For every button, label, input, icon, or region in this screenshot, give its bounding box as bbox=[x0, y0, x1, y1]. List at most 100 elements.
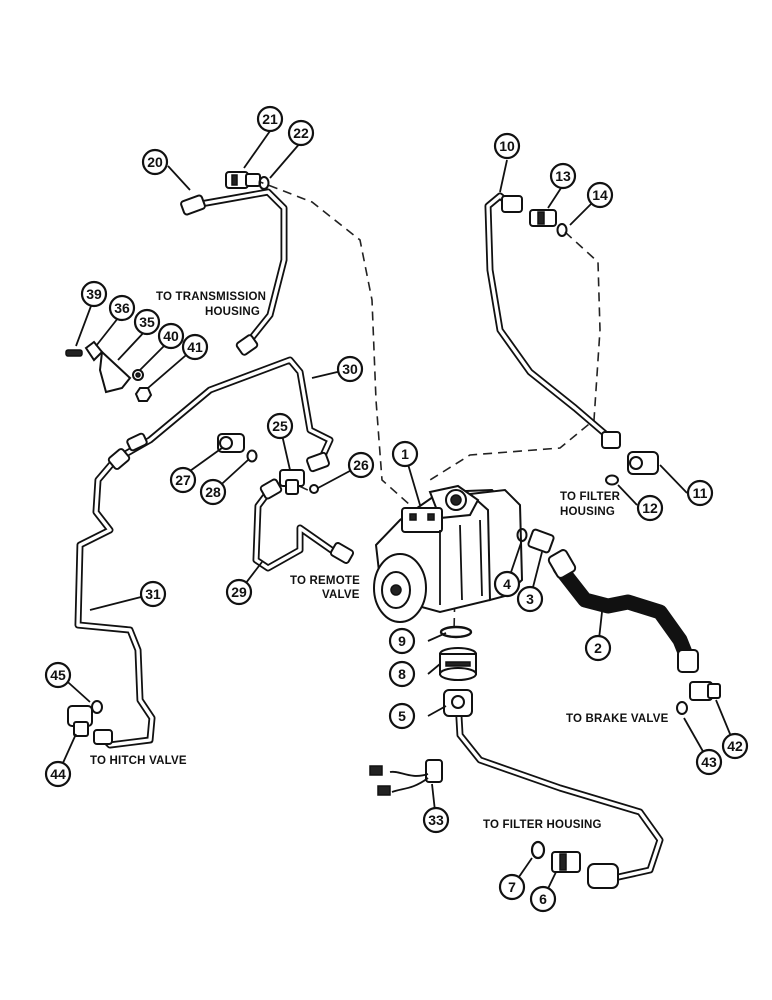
hose-2 bbox=[547, 549, 699, 673]
callout-45: 45 bbox=[44, 661, 72, 689]
tube-30-31 bbox=[74, 356, 334, 749]
callout-7: 7 bbox=[498, 873, 526, 901]
pressure-switch-33 bbox=[369, 759, 443, 796]
callout-6: 6 bbox=[529, 885, 557, 913]
svg-text:4: 4 bbox=[503, 576, 511, 592]
svg-text:31: 31 bbox=[145, 586, 161, 602]
svg-text:26: 26 bbox=[353, 457, 369, 473]
svg-text:6: 6 bbox=[539, 891, 547, 907]
svg-text:22: 22 bbox=[293, 125, 309, 141]
svg-text:5: 5 bbox=[398, 708, 406, 724]
callout-42: 42 bbox=[721, 732, 749, 760]
note-to-filter-housing: TO FILTER HOUSING bbox=[483, 819, 602, 831]
callout-33: 33 bbox=[422, 806, 450, 834]
callout-3: 3 bbox=[516, 585, 544, 613]
note-transmission-housing: HOUSING bbox=[205, 306, 260, 318]
fitting-13 bbox=[529, 209, 557, 227]
notes: TO TRANSMISSION HOUSING TO FILTER HOUSIN… bbox=[90, 291, 669, 831]
note-to-transmission: TO TRANSMISSION bbox=[156, 291, 266, 303]
callout-36: 36 bbox=[108, 294, 136, 322]
callout-21: 21 bbox=[256, 105, 284, 133]
svg-text:7: 7 bbox=[508, 879, 516, 895]
o-ring-22 bbox=[258, 176, 270, 190]
tee-fitting-25 bbox=[279, 469, 305, 495]
svg-text:41: 41 bbox=[187, 339, 203, 355]
svg-text:36: 36 bbox=[114, 300, 130, 316]
elbow-fitting-21 bbox=[225, 171, 261, 189]
tube-10 bbox=[484, 192, 621, 449]
svg-text:3: 3 bbox=[526, 591, 534, 607]
svg-text:35: 35 bbox=[139, 314, 155, 330]
callout-1: 1 bbox=[391, 440, 419, 468]
hydraulic-pump bbox=[373, 484, 524, 623]
callout-28: 28 bbox=[199, 478, 227, 506]
o-ring-12 bbox=[605, 474, 619, 486]
callout-31: 31 bbox=[139, 580, 167, 608]
svg-text:8: 8 bbox=[398, 666, 406, 682]
o-ring-43 bbox=[676, 701, 688, 715]
tube-29 bbox=[252, 478, 355, 572]
svg-text:12: 12 bbox=[642, 500, 658, 516]
o-ring-28 bbox=[246, 449, 258, 463]
svg-text:25: 25 bbox=[272, 418, 288, 434]
adapter-8 bbox=[439, 647, 477, 681]
fitting-6 bbox=[551, 851, 581, 873]
callout-20: 20 bbox=[141, 148, 169, 176]
svg-text:27: 27 bbox=[175, 472, 191, 488]
bracket-hardware bbox=[65, 340, 153, 402]
note-to-filter: TO FILTER bbox=[560, 491, 621, 503]
svg-text:39: 39 bbox=[86, 286, 102, 302]
svg-text:45: 45 bbox=[50, 667, 66, 683]
callout-44: 44 bbox=[44, 760, 72, 788]
o-ring-45 bbox=[91, 700, 103, 714]
callout-12: 12 bbox=[636, 494, 664, 522]
callout-5: 5 bbox=[388, 702, 416, 730]
callout-8: 8 bbox=[388, 660, 416, 688]
svg-text:20: 20 bbox=[147, 154, 163, 170]
note-to-hitch-valve: TO HITCH VALVE bbox=[90, 755, 187, 767]
callout-9: 9 bbox=[388, 627, 416, 655]
note-to-brake-valve: TO BRAKE VALVE bbox=[566, 713, 669, 725]
tube-20 bbox=[180, 188, 288, 356]
svg-text:28: 28 bbox=[205, 484, 221, 500]
callout-22: 22 bbox=[287, 119, 315, 147]
callout-41: 41 bbox=[181, 333, 209, 361]
svg-text:9: 9 bbox=[398, 633, 406, 649]
svg-text:30: 30 bbox=[342, 361, 358, 377]
svg-text:33: 33 bbox=[428, 812, 444, 828]
note-remote-valve: VALVE bbox=[322, 589, 360, 601]
note-to-remote: TO REMOTE bbox=[290, 575, 360, 587]
svg-text:11: 11 bbox=[693, 485, 708, 501]
svg-text:40: 40 bbox=[163, 328, 179, 344]
callout-29: 29 bbox=[225, 578, 253, 606]
callout-10: 10 bbox=[493, 132, 521, 160]
note-filter-housing-a: HOUSING bbox=[560, 506, 615, 518]
o-ring-9 bbox=[439, 625, 473, 639]
svg-text:1: 1 bbox=[401, 446, 409, 462]
callout-25: 25 bbox=[266, 412, 294, 440]
svg-text:10: 10 bbox=[499, 138, 515, 154]
tee-fitting-42 bbox=[689, 681, 721, 701]
svg-text:13: 13 bbox=[555, 168, 571, 184]
svg-text:43: 43 bbox=[701, 754, 717, 770]
fitting-3 bbox=[527, 528, 555, 554]
callout-39: 39 bbox=[80, 280, 108, 308]
callout-4: 4 bbox=[493, 570, 521, 598]
o-ring-26 bbox=[309, 484, 319, 494]
svg-text:42: 42 bbox=[727, 738, 743, 754]
svg-text:2: 2 bbox=[594, 640, 602, 656]
callout-26: 26 bbox=[347, 451, 375, 479]
callout-2: 2 bbox=[584, 634, 612, 662]
svg-text:44: 44 bbox=[50, 766, 66, 782]
callout-40: 40 bbox=[157, 322, 185, 350]
elbow-fitting-11 bbox=[627, 451, 659, 475]
elbow-fitting-44 bbox=[67, 705, 93, 737]
o-ring-7 bbox=[530, 840, 546, 860]
svg-text:29: 29 bbox=[231, 584, 247, 600]
leader-lines bbox=[57, 130, 736, 900]
svg-text:14: 14 bbox=[592, 187, 608, 203]
callout-27: 27 bbox=[169, 466, 197, 494]
o-ring-14 bbox=[556, 223, 568, 237]
elbow-fitting-27 bbox=[217, 433, 245, 453]
